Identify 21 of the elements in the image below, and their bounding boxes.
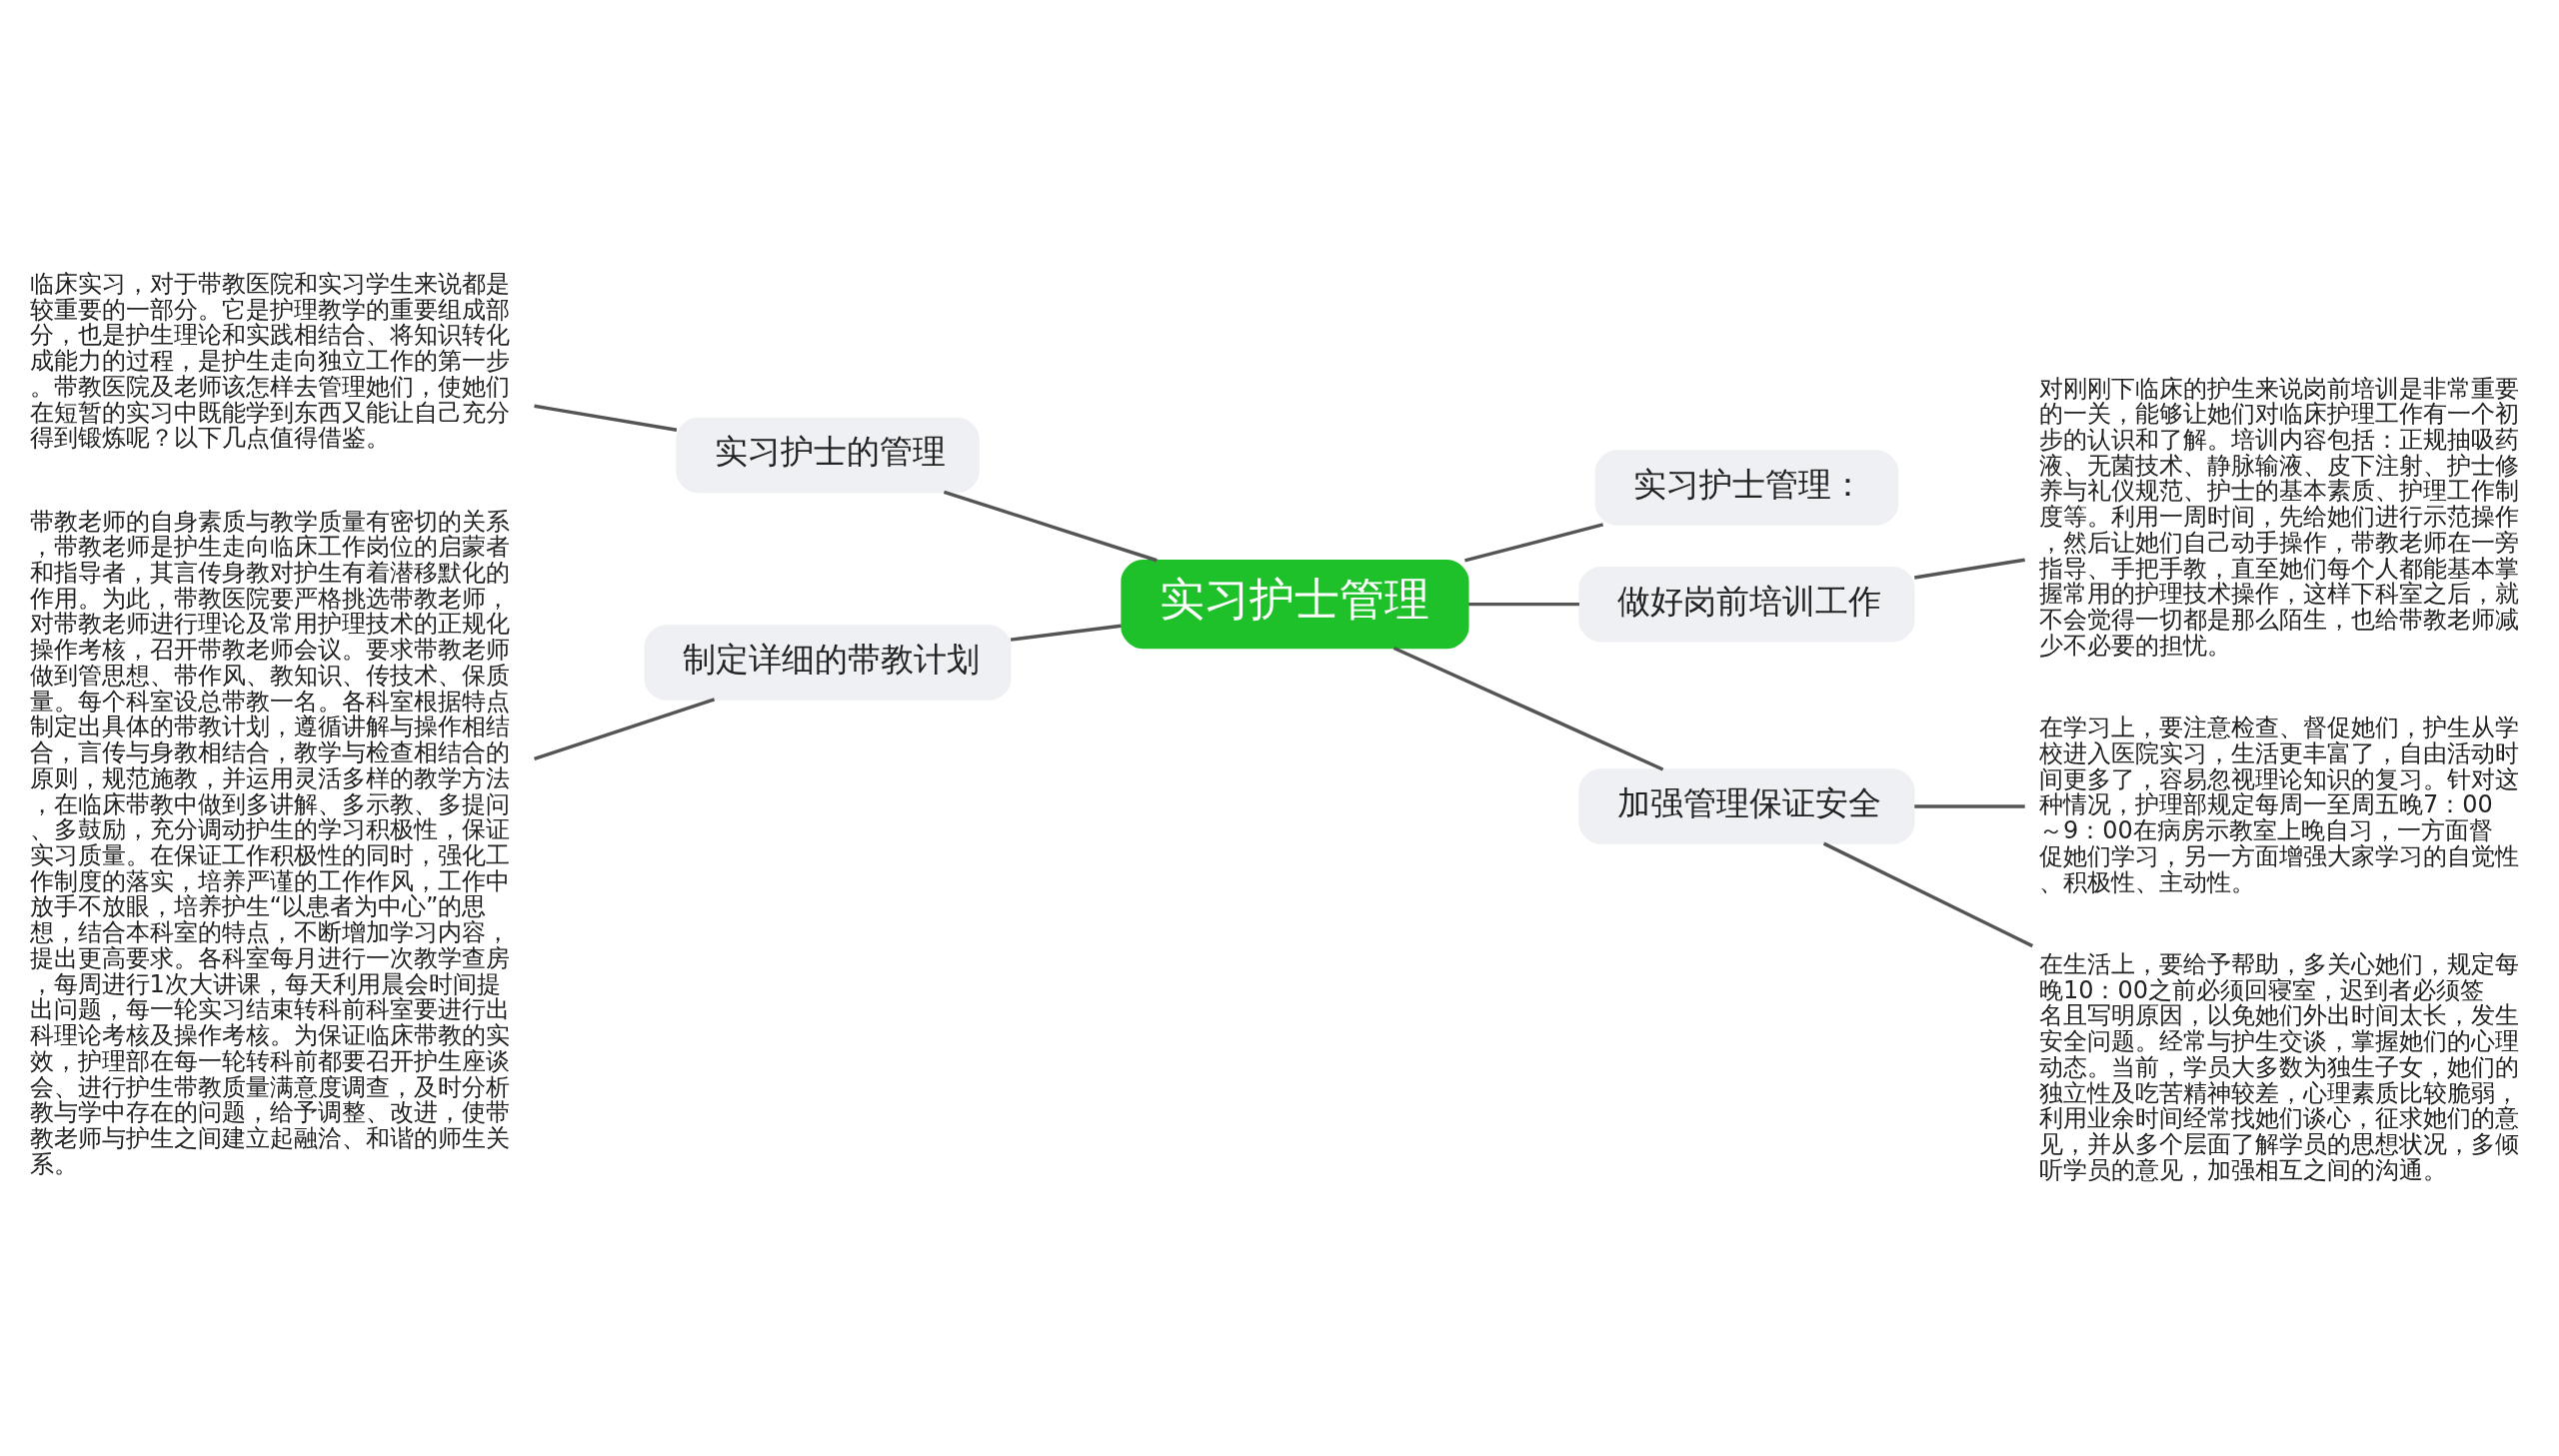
node-box: 做好岗前培训工作 bbox=[1578, 566, 1915, 642]
connector bbox=[1010, 624, 1122, 642]
node-box: 实习护士管理： bbox=[1594, 449, 1899, 526]
node-box: 制定详细的带教计划 bbox=[644, 624, 1012, 701]
connector bbox=[1914, 558, 2025, 580]
connector bbox=[1822, 841, 2034, 947]
node-text: 在生活上，要给予帮助，多关心她们，规定每晚10：00之前必须回寝室，迟到者必须签名且写明原因，以免她们外出时间太长，发生安全问题。经常与护生交谈，掌握她们的心理动态。当前，学员大多数为独生子女，她们的独立性及吃苦精神较差，心理素质比较脆弱，利用业余时间经常找她们谈心，征求她们的意见，并从多个层面了解学员的思想状况，多倾听学员的意见，加强相互之间的沟通。 bbox=[2038, 949, 2519, 1184]
node-text: 临床实习，对于带教医院和实习学生来说都是较重要的一部分。它是护理教学的重要组成部分，也是护生理论和实践相结合、将知识转化成能力的过程，是护生走向独立工作的第一步。带教医院及老师该怎样去管理她们，使她们在短暂的实习中既能学到东西又能让自己充分得到锻炼呢？以下几点值得借鉴。 bbox=[29, 269, 510, 452]
connector bbox=[534, 404, 678, 432]
node-text: 对刚刚下临床的护生来说岗前培训是非常重要的一关，能够让她们对临床护理工作有一个初步的认识和了解。培训内容包括：正规抽吸药液、无菌技术、静脉输液、皮下注射、护士修养与礼仪规范、护士的基本素质、护理工作制度等。利用一周时间，先给她们进行示范操作，然后让她们自己动手操作，带教老师在一旁指导、手把手教，直至她们每个人都能基本掌握常用的护理技术操作，这样下科室之后，就不会觉得一切都是那么陌生，也给带教老师减少不必要的担忧。 bbox=[2038, 374, 2519, 660]
connector bbox=[534, 697, 716, 760]
node-text: 在学习上，要注意检查、督促她们，护生从学校进入医院实习，生活更丰富了，自由活动时间更多了，容易忽视理论知识的复习。针对这种情况，护理部规定每周一至周五晚7：00～9：00在病房示教室上晚自习，一方面督促她们学习，另一方面增强大家学习的自觉性、积极性、主动性。 bbox=[2038, 713, 2519, 896]
connector bbox=[943, 490, 1158, 562]
connector bbox=[1464, 522, 1604, 563]
connector bbox=[1914, 803, 2025, 808]
node-text: 带教老师的自身素质与教学质量有密切的关系，带教老师是护生走向临床工作岗位的启蒙者和指导者，其言传身教对护生有着潜移默化的作用。为此，带教医院要严格挑选带教老师，对带教老师进行理论及常用护理技术的正规化操作考核，召开带教老师会议。要求带教老师做到管思想、带作风、教知识、传技术、保质量。每个科室设总带教一名。各科室根据特点制定出具体的带教计划，遵循讲解与操作相结合，言传与身教相结合，教学与检查相结合的原则，规范施教，并运用灵活多样的教学方法，在临床带教中做到多讲解、多示教、多提问、多鼓励，充分调动护生的学习积极性，保证实习质量。在保证工作积极性的同时，强化工作制度的落实，培养严谨的工作作风，工作中放手不放眼，培养护生“以患者为中心”的思想，结合本科室的特点，不断增加学习内容，提出更高要求。各科室每月进行一次教学查房，每周进行1次大讲课，每天利用晨会时间提出问题，每一轮实习结束转科前科室要进行出科理论考核及操作考核。为保证临床带教的实效，护理部在每一轮转科前都要召开护生座谈会、进行护生带教质量满意度调查，及时分析教与学中存在的问题，给予调整、改进，使带教老师与护生之间建立起融洽、和谐的师生关系。 bbox=[29, 507, 510, 1178]
node-box: 加强管理保证安全 bbox=[1578, 767, 1915, 844]
connector bbox=[1468, 602, 1579, 606]
node-box: 实习护士管理 bbox=[1121, 559, 1469, 649]
node-box: 实习护士的管理 bbox=[676, 417, 980, 493]
connector bbox=[1392, 646, 1664, 771]
